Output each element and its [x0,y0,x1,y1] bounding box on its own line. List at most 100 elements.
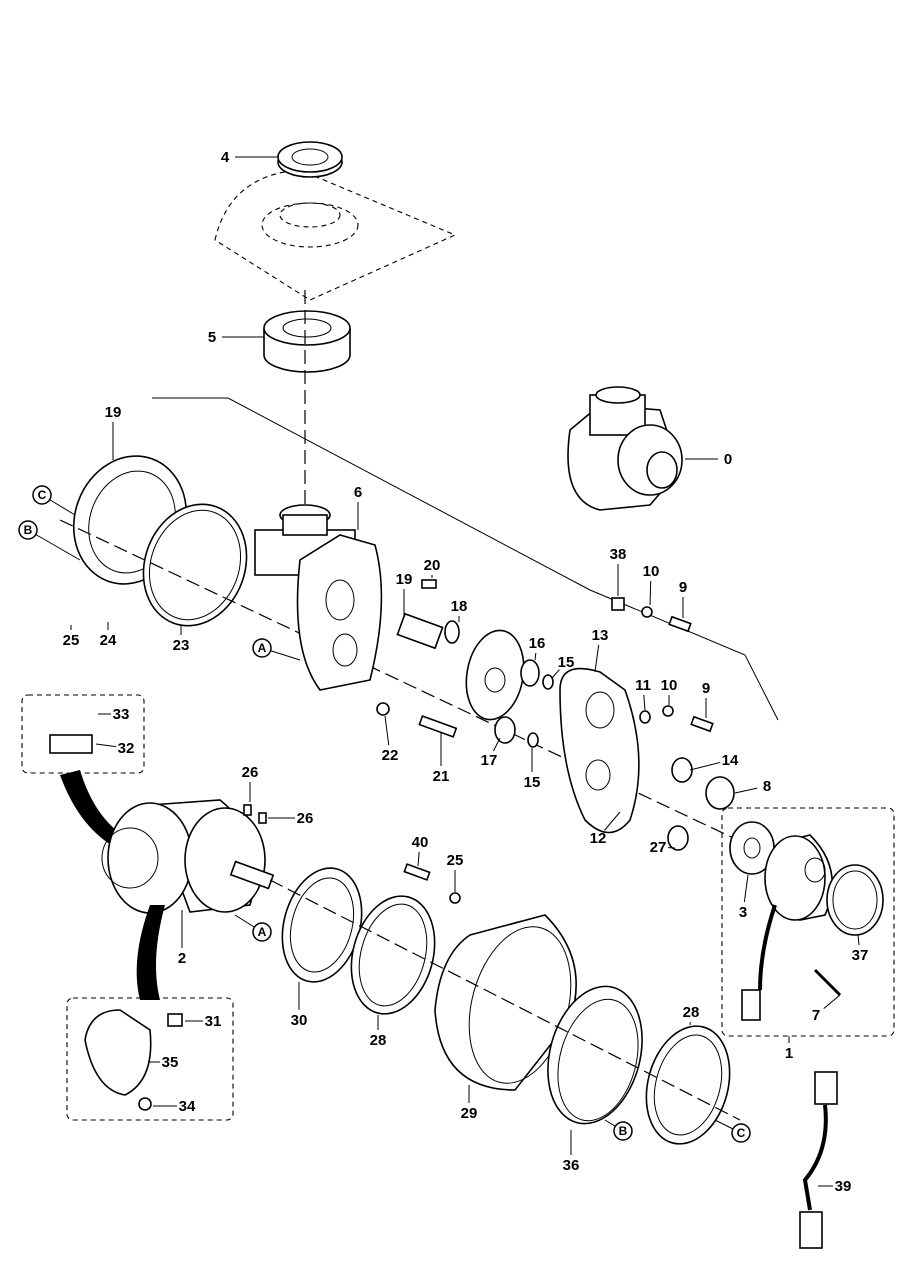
seal-23 [142,503,248,627]
part-number-label: 27 [650,839,667,856]
bracket-38 [611,597,625,611]
connector [741,989,761,1021]
reference-marker-circle [613,1121,633,1141]
key-20 [421,579,437,589]
part-number-label: 26 [297,810,314,827]
part-number-label: 36 [563,1157,580,1174]
part-number-label: 19 [105,404,122,421]
leader-line [689,761,721,771]
part-number-label: 9 [679,579,687,596]
part-number-label: 15 [558,654,575,671]
part-number-label: 25 [63,632,80,649]
leader-line [823,994,841,1009]
part-number-label: 37 [852,947,869,964]
part-number-label: 20 [424,557,441,574]
sensor-32 [49,734,93,754]
shaft-19 [396,612,444,650]
bolt-21 [418,715,458,738]
reference-marker-label: C [38,488,47,502]
cable-39 [799,1071,838,1249]
leader-line [649,580,652,606]
part-number-label: 22 [382,747,399,764]
gear-housing [254,504,383,691]
nut-25b [449,892,461,904]
leader-line [95,743,117,748]
part-number-label: 23 [173,637,190,654]
part-number-label: 12 [590,830,607,847]
bearing-5 [263,310,351,373]
bearing-18 [444,620,460,644]
reference-marker-label: B [24,523,33,537]
part-number-label: 2 [178,950,186,967]
reference-marker-label: C [737,1126,746,1140]
gear-cover [559,667,640,834]
leader-line [857,934,860,946]
part-number-label: 8 [763,778,771,795]
part-number-label: 14 [722,752,739,769]
bearing-16 [520,659,540,687]
detail-box-encoder [66,997,234,1121]
cover-37 [826,864,884,936]
part-number-label: 4 [221,149,230,166]
part-number-label: 10 [661,677,678,694]
part-number-label: 25 [447,852,464,869]
encoder-35 [84,1009,152,1096]
part-number-label: 28 [683,1004,700,1021]
bearing-4 [277,141,343,178]
ring-36 [547,985,643,1125]
part-number-label: 24 [100,632,117,649]
key-26a [243,804,252,816]
key-26b [258,812,267,824]
circlip-14 [671,757,693,783]
gear-17 [465,629,525,744]
part-number-label: 11 [635,677,651,694]
part-number-label: 33 [113,706,130,723]
reference-marker-circle [32,485,52,505]
ring-15b [527,732,539,748]
leader-line [643,694,646,711]
leader-line [534,652,537,661]
reference-marker-label: B [619,1124,628,1138]
reference-marker-label: A [258,925,267,939]
part-34 [138,1097,152,1111]
ring-15 [542,674,554,690]
ring-27 [667,825,689,851]
part-number-label: 21 [433,768,450,785]
reference-marker-circle [731,1123,751,1143]
leader-line [743,874,749,903]
leader-line [384,715,390,746]
part-number-label: 19 [396,571,413,588]
seal-28 [350,895,436,1015]
part-number-label: 26 [242,764,259,781]
assembled-unit [567,386,683,511]
reference-marker-circle [252,922,272,942]
part-number-label: 40 [412,834,429,851]
leader-line [417,851,420,867]
bolt-40 [403,863,431,881]
part-number-label: 31 [205,1013,222,1030]
part-number-label: 9 [702,680,710,697]
part-number-label: 1 [785,1045,793,1062]
part-number-label: 34 [179,1098,196,1115]
detail-box-sensor [21,694,145,774]
seal-28b [645,1025,731,1145]
part-number-label: 10 [643,563,660,580]
washer-22 [376,702,390,716]
leader-line [594,644,600,673]
part-number-label: 7 [812,1007,820,1024]
part-number-label: 6 [354,484,362,501]
part-number-label: 38 [610,546,627,563]
callout-band [60,770,130,850]
motor [101,799,275,914]
part-number-label: 18 [451,598,468,615]
part-number-label: 15 [524,774,541,791]
mounting-plate [214,169,457,301]
part-number-label: 28 [370,1032,387,1049]
part-number-label: 5 [208,329,216,346]
leader-line [551,669,560,679]
marker-leader [27,529,81,561]
part-number-label: 17 [481,752,498,769]
reference-marker-label: A [258,641,267,655]
